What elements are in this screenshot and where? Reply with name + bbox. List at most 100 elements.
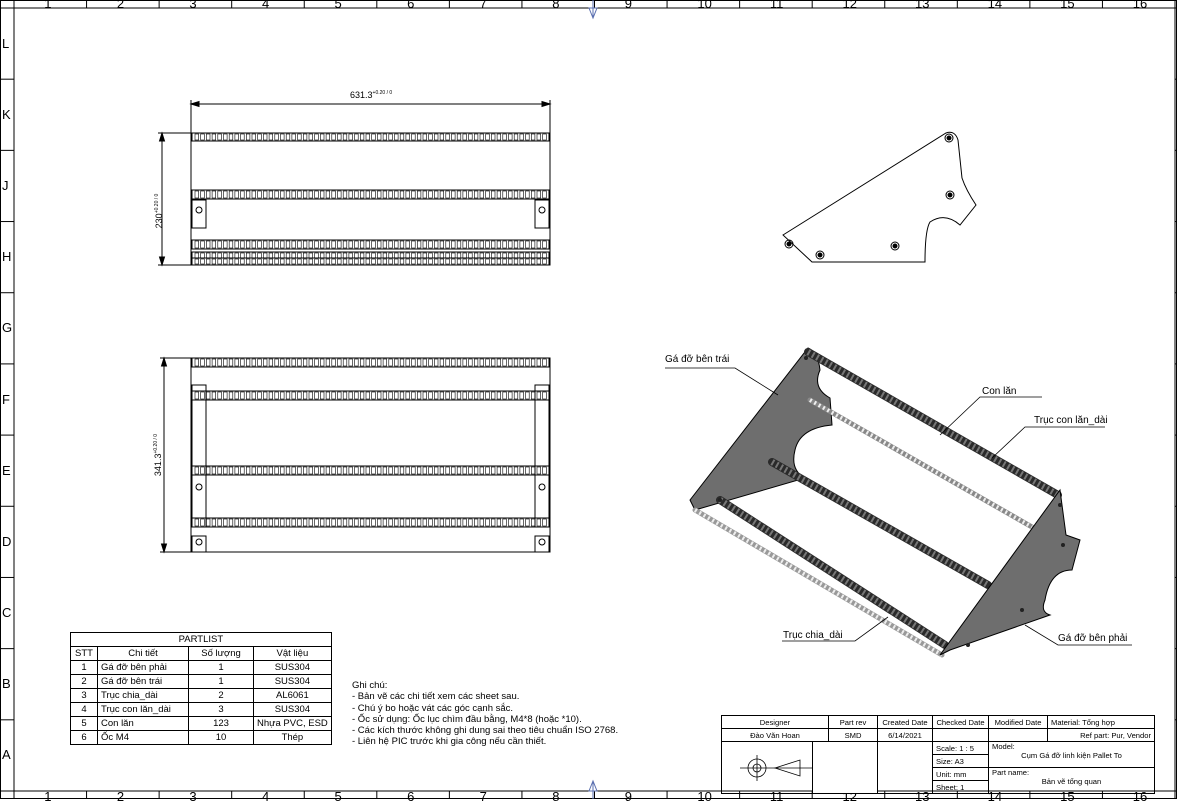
- roller-segment: [513, 518, 519, 527]
- roller-segment: [302, 466, 308, 475]
- roller-segment: [445, 240, 450, 249]
- part-name-value: Bản vẽ tổng quan: [1041, 777, 1102, 786]
- roller-segment: [536, 133, 541, 141]
- roller-segment: [377, 358, 382, 367]
- roller-segment: [456, 391, 462, 400]
- roller-segment: [462, 133, 467, 141]
- note-line: - Liên hệ PIC trước khi gia công nếu cần…: [352, 736, 547, 748]
- roller-segment: [240, 358, 245, 367]
- roller-segment: [416, 358, 422, 367]
- roller-segment: [428, 190, 433, 199]
- zone-number: 1: [44, 0, 52, 11]
- roller-segment: [297, 190, 302, 199]
- roller-segment: [228, 518, 234, 527]
- roller-segment: [263, 358, 268, 367]
- roller-segment: [542, 391, 547, 400]
- roller-segment: [434, 466, 439, 475]
- roller-segment: [354, 133, 359, 141]
- note-line: - Ốc sử dụng: Ốc lục chìm đầu bằng, M4*8…: [352, 713, 582, 725]
- cell: Con lăn: [97, 716, 189, 731]
- roller-segment: [462, 466, 467, 475]
- roller-segment: [451, 391, 456, 400]
- roller-segment: [491, 358, 496, 367]
- zone-number: 14: [987, 0, 1003, 11]
- roller-segment: [508, 190, 513, 199]
- roller-segment: [234, 518, 239, 527]
- roller-segment: [348, 133, 353, 141]
- roller-segment: [411, 518, 416, 527]
- roller-segment: [280, 258, 285, 265]
- roller-segment: [331, 518, 336, 527]
- roller-segment: [542, 240, 547, 249]
- zone-letter: D: [2, 533, 12, 549]
- roller-segment: [508, 391, 513, 400]
- roller-segment: [525, 240, 530, 249]
- roller-segment: [251, 190, 256, 199]
- roller-segment: [302, 240, 308, 249]
- roller-segment: [314, 466, 319, 475]
- roller-segment: [325, 133, 331, 141]
- roller-segment: [411, 391, 416, 400]
- roller-segment: [263, 518, 268, 527]
- roller-segment: [223, 190, 228, 199]
- roller-segment: [439, 133, 445, 141]
- cell: SUS304: [253, 702, 332, 717]
- roller-segment: [468, 240, 473, 249]
- roller-segment: [325, 391, 331, 400]
- roller-segment: [200, 518, 205, 527]
- roller-segment: [513, 133, 519, 141]
- part-name-label: Part name:: [992, 768, 1030, 777]
- roller-segment: [268, 391, 274, 400]
- roller-segment: [274, 133, 279, 141]
- roller-segment: [246, 358, 251, 367]
- roller-segment: [240, 133, 245, 141]
- roller-segment: [496, 133, 502, 141]
- roller-segment: [251, 518, 256, 527]
- roller-segment: [359, 518, 365, 527]
- cell: Trục con lăn_dài: [97, 702, 189, 717]
- roller-segment: [502, 466, 507, 475]
- roller-segment: [473, 190, 479, 199]
- roller-segment: [194, 466, 199, 475]
- roller-segment: [211, 190, 217, 199]
- cell: 1: [70, 660, 98, 675]
- roller-segment: [434, 133, 439, 141]
- roller-segment: [399, 240, 405, 249]
- roller-segment: [377, 133, 382, 141]
- roller-segment: [240, 391, 245, 400]
- roller-segment: [536, 258, 541, 265]
- roller-segment: [542, 518, 547, 527]
- designer-value: Đào Văn Hoan: [721, 728, 829, 742]
- roller-segment: [456, 258, 462, 265]
- roller-segment: [257, 133, 262, 141]
- modified-value: [988, 728, 1048, 742]
- zone-number: 7: [479, 0, 487, 11]
- roller-rail: [191, 357, 550, 368]
- roller-segment: [485, 133, 490, 141]
- roller-segment: [217, 466, 222, 475]
- roller-segment: [405, 240, 410, 249]
- zone-letter: A: [2, 747, 11, 763]
- roller-segment: [291, 466, 296, 475]
- partlist-title: PARTLIST: [70, 632, 332, 647]
- roller-segment: [536, 358, 541, 367]
- roller-segment: [519, 358, 524, 367]
- roller-segment: [331, 240, 336, 249]
- roller-segment: [200, 133, 205, 141]
- roller-segment: [371, 518, 376, 527]
- roller-segment: [399, 391, 405, 400]
- roller-segment: [274, 391, 279, 400]
- roller-segment: [354, 466, 359, 475]
- roller-segment: [525, 190, 530, 199]
- roller-segment: [228, 358, 234, 367]
- roller-segment: [291, 518, 296, 527]
- roller-segment: [194, 391, 199, 400]
- roller-segment: [468, 358, 473, 367]
- roller-segment: [200, 240, 205, 249]
- roller-segment: [320, 240, 325, 249]
- roller-segment: [485, 258, 490, 265]
- roller-segment: [251, 391, 256, 400]
